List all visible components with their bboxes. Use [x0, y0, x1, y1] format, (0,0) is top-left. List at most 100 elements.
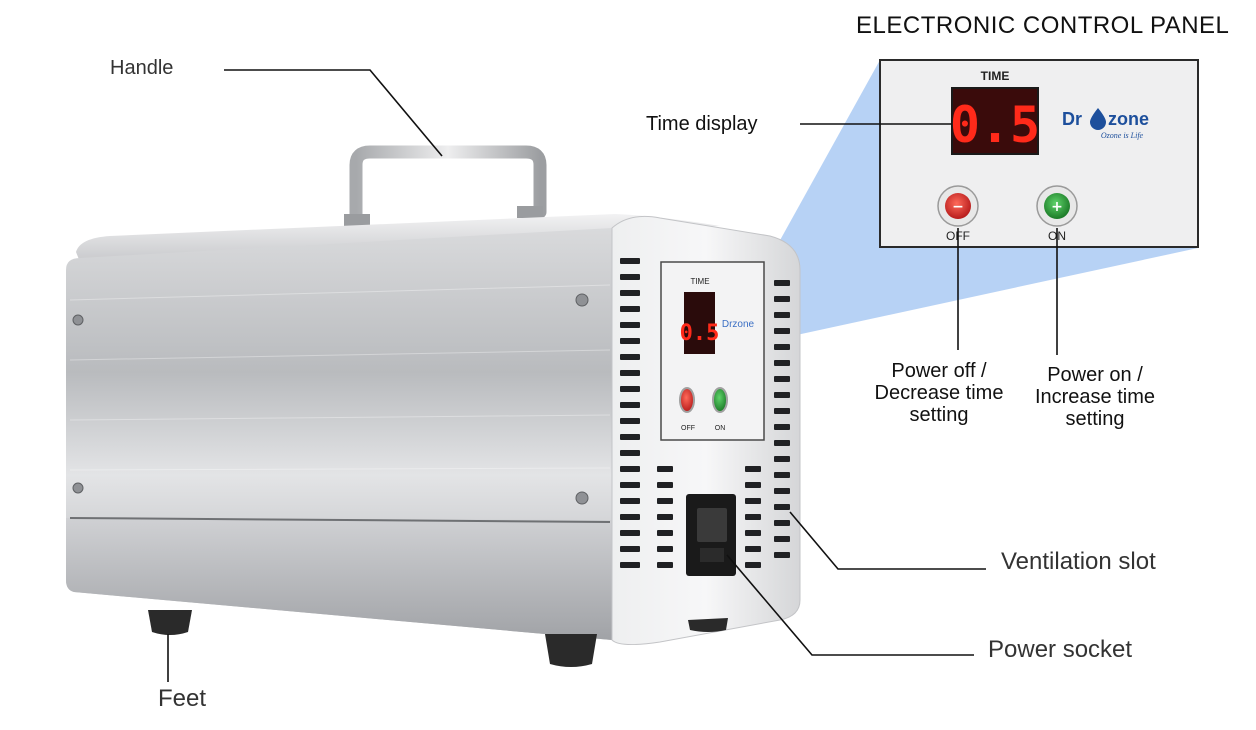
callout-time-display: Time display [646, 113, 758, 135]
vent-slot [774, 520, 790, 526]
device-control-panel: TIME 0.5 Drzone OFF ON [660, 261, 765, 441]
vent-slot [774, 280, 790, 286]
vent-slot [774, 408, 790, 414]
inset-off-button-cap [945, 193, 971, 219]
vent-slot [620, 546, 640, 552]
screws [72, 293, 589, 505]
vent-slot [774, 552, 790, 558]
device-on-button [712, 387, 728, 413]
minus-icon: − [952, 199, 964, 215]
ozone-generator: TIME 0.5 Drzone OFF ON [66, 145, 801, 667]
vent-slot [774, 472, 790, 478]
vent-slot [620, 322, 640, 328]
callout-power-off-line: Decrease time [874, 382, 1004, 404]
vent-slots-middle [657, 466, 761, 568]
inset-time-label: TIME [981, 69, 1010, 83]
vent-slot [620, 530, 640, 536]
vent-slot [620, 402, 640, 408]
callout-feet: Feet [158, 685, 207, 712]
vent-slot [774, 296, 790, 302]
vent-slot [745, 562, 761, 568]
callout-ventilation: Ventilation slot [1001, 548, 1156, 575]
vent-slot [745, 546, 761, 552]
screw [575, 491, 589, 505]
leader-lines [167, 69, 1058, 682]
handle-mount-left [344, 214, 370, 226]
vent-slot [774, 440, 790, 446]
inset-on-button-cap [1044, 193, 1070, 219]
vent-slot [657, 562, 673, 568]
vent-slot [620, 450, 640, 456]
vent-slot [620, 498, 640, 504]
screw [72, 482, 84, 494]
leader-ventilation [789, 511, 986, 570]
foot-right [545, 634, 597, 667]
foot-back [688, 618, 728, 632]
vent-slot [774, 504, 790, 510]
vent-slot [657, 482, 673, 488]
callout-power-off: Power off / Decrease time setting [864, 360, 1014, 426]
vent-slot [745, 530, 761, 536]
vent-slot [774, 536, 790, 542]
plus-icon: + [1051, 199, 1063, 215]
vent-slot [620, 306, 640, 312]
vent-slot [657, 530, 673, 536]
device-display-bezel [684, 292, 715, 354]
vent-slot [620, 370, 640, 376]
inset-display-digits: 0.5 [950, 96, 1040, 154]
bottom-band [66, 518, 612, 640]
vent-slots-left [620, 258, 640, 568]
vent-slot [745, 514, 761, 520]
vent-slot [774, 328, 790, 334]
inset-title: ELECTRONIC CONTROL PANEL [856, 12, 1230, 39]
vent-slot [745, 482, 761, 488]
vent-slot [620, 482, 640, 488]
brushed-texture [69, 284, 611, 471]
callout-handle: Handle [110, 57, 174, 79]
screw [72, 314, 84, 326]
vent-slots-right [774, 280, 790, 558]
brand-logo: Dr zone Ozone is Life [1062, 108, 1149, 140]
brand-tagline: Ozone is Life [1101, 131, 1144, 140]
device-off-button [679, 387, 695, 413]
vent-slot [620, 290, 640, 296]
vent-slot [774, 312, 790, 318]
device-brand: Drzone [722, 319, 755, 330]
device-display-digits: 0.5 [680, 321, 720, 346]
leader-power-socket [726, 554, 974, 656]
vent-slot [774, 344, 790, 350]
vent-slot [620, 514, 640, 520]
vent-slot [774, 376, 790, 382]
vent-slot [620, 386, 640, 392]
vent-slot [620, 466, 640, 472]
seam-line [69, 517, 611, 523]
foot-left [148, 610, 192, 635]
power-socket [686, 494, 736, 576]
vent-slot [657, 546, 673, 552]
screw [575, 293, 589, 307]
handle [349, 145, 547, 229]
socket-fuse [700, 548, 724, 562]
vent-slot [620, 338, 640, 344]
droplet-icon [1090, 108, 1106, 130]
handle-mount-right [517, 206, 543, 218]
vent-slot [774, 360, 790, 366]
vent-slot [620, 562, 640, 568]
vent-slot [745, 498, 761, 504]
vent-slot [657, 514, 673, 520]
vent-slot [620, 434, 640, 440]
vent-slot [774, 392, 790, 398]
callout-power-socket: Power socket [988, 636, 1133, 663]
vent-slot [774, 424, 790, 430]
device-time-label: TIME [690, 277, 709, 286]
vent-slot [774, 488, 790, 494]
inset-display [951, 87, 1039, 155]
device-off-label: OFF [681, 425, 695, 432]
device-on-label: ON [715, 425, 726, 432]
vent-slot [620, 418, 640, 424]
vent-slot [774, 456, 790, 462]
socket-inner [697, 508, 727, 542]
callout-power-on: Power on / Increase time setting [1020, 364, 1170, 430]
vent-slot [745, 466, 761, 472]
